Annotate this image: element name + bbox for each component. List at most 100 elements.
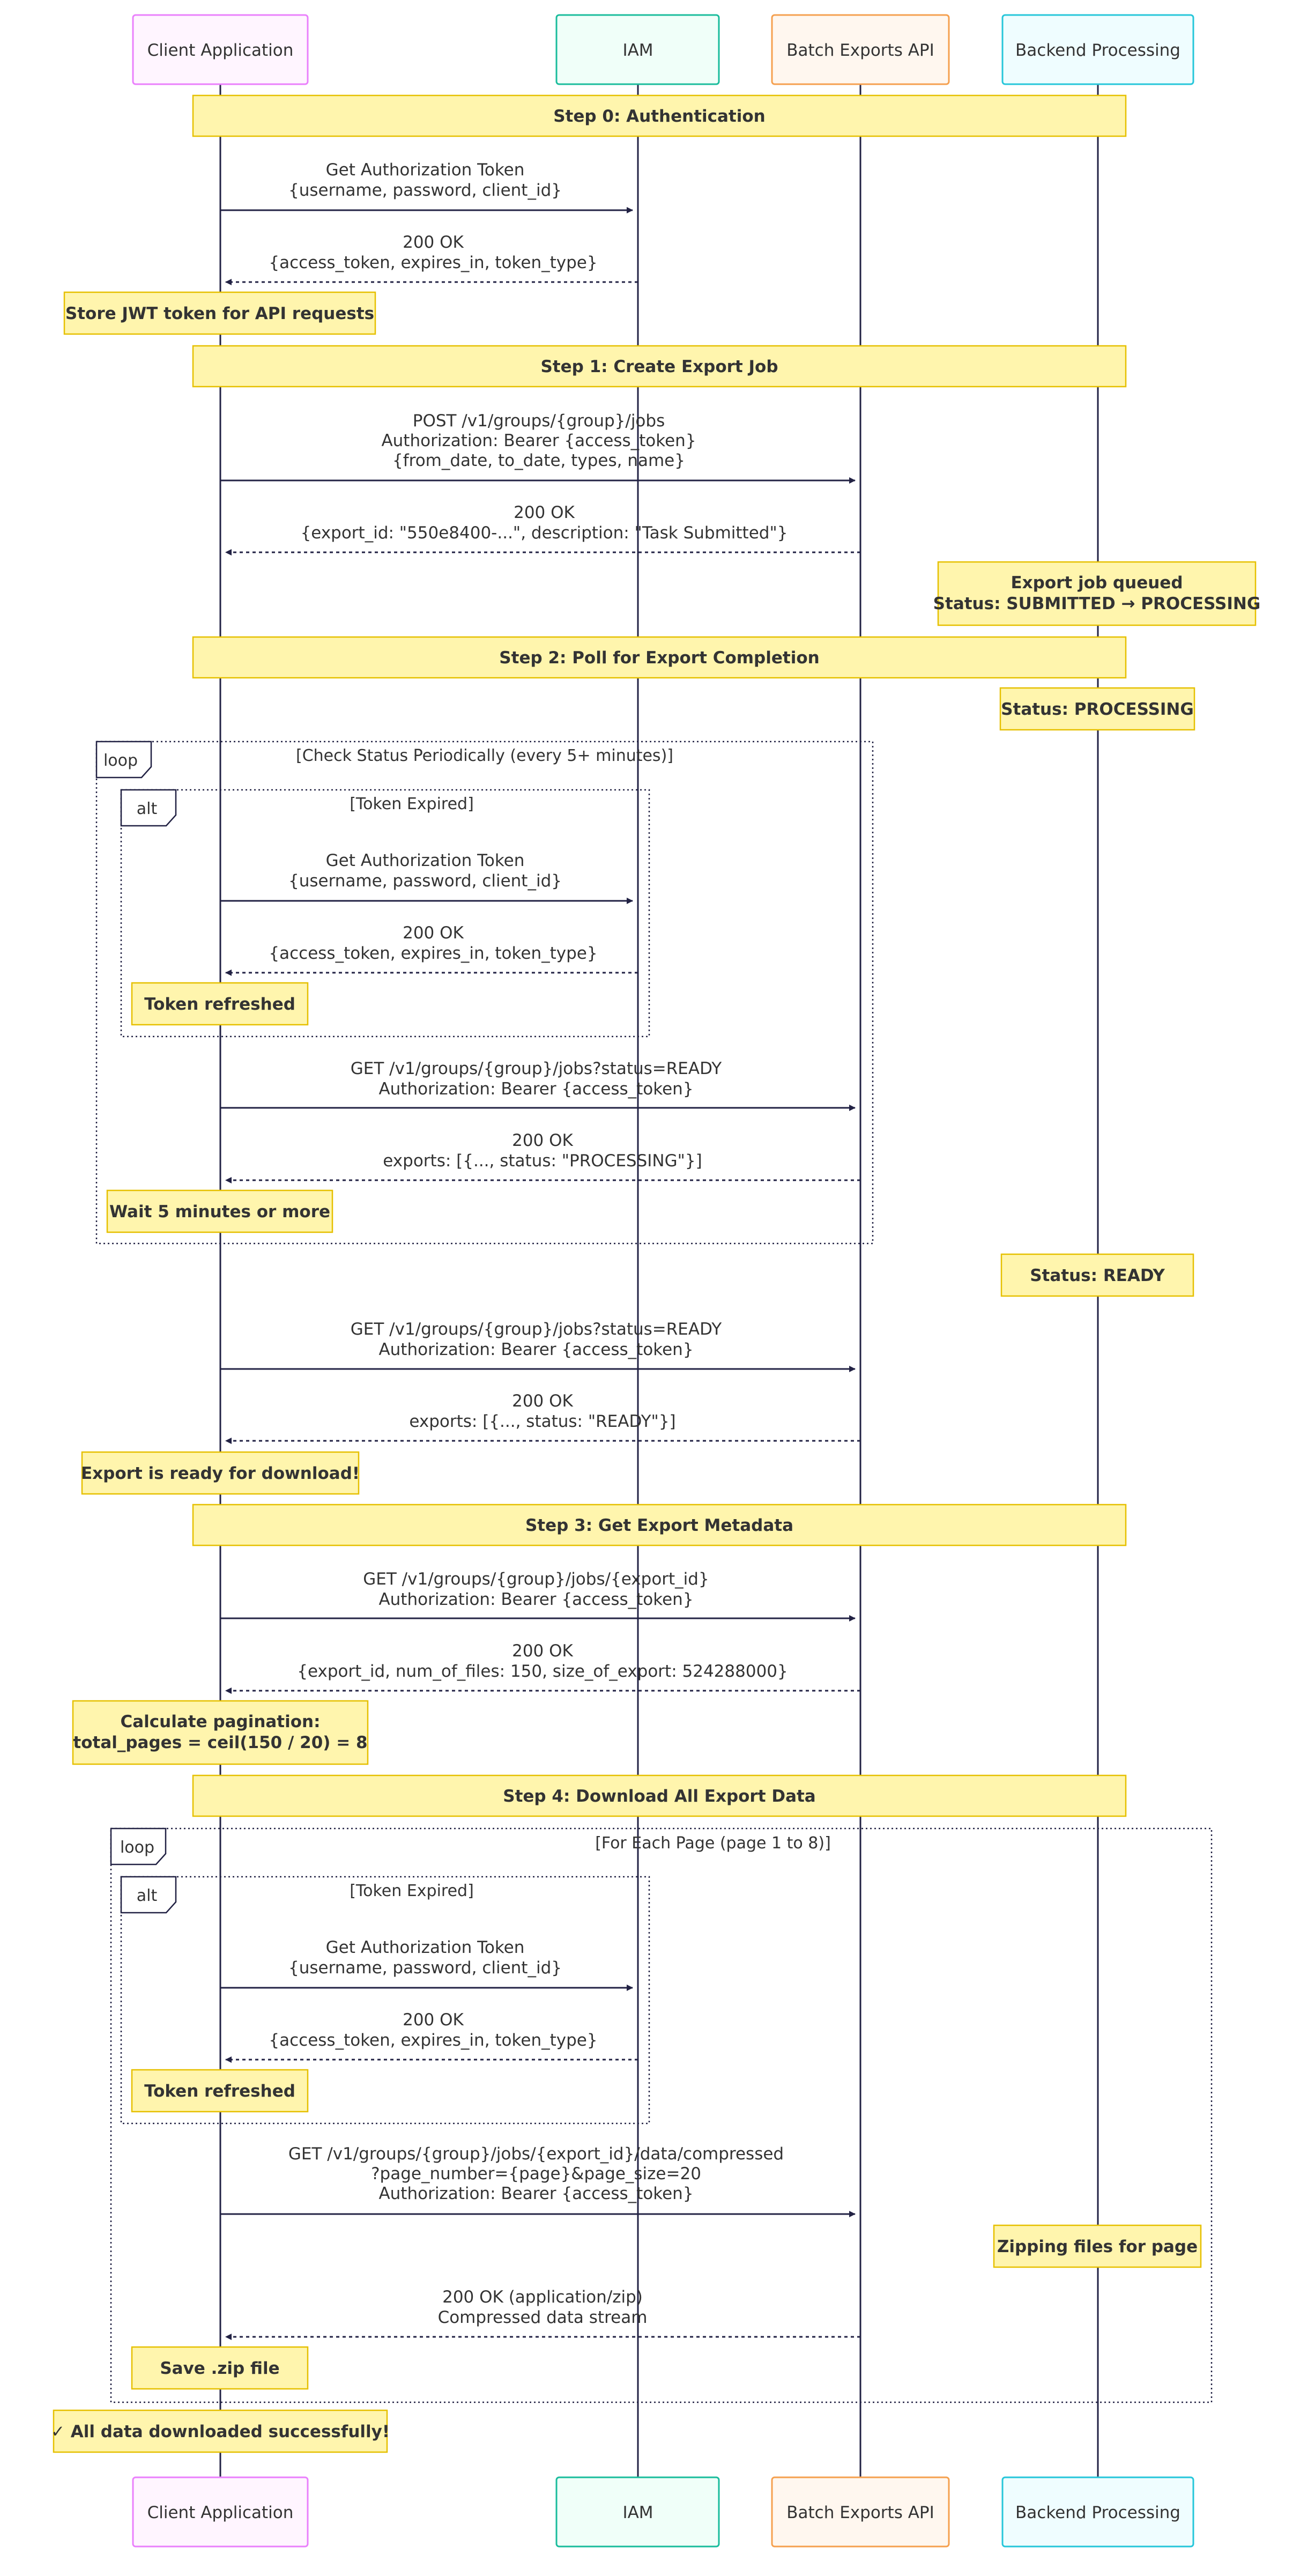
message-text: {username, password, client_id} (288, 871, 562, 891)
svg-text:200 OK{access_token, expires_i: 200 OK{access_token, expires_in, token_t… (269, 233, 597, 272)
participant-label: Backend Processing (1015, 41, 1180, 60)
note-text: Status: READY (1030, 1266, 1165, 1285)
message-poll-ready: GET /v1/groups/{group}/jobs?status=READY… (220, 1320, 856, 1372)
message-text: {export_id: "550e8400-...", description:… (301, 523, 788, 543)
message-text: {access_token, expires_in, token_type} (269, 253, 597, 272)
participant-client-bottom: Client Application (132, 2476, 309, 2548)
message-text: {access_token, expires_in, token_type} (269, 2031, 597, 2050)
step-banner-2: Step 2: Poll for Export Completion (192, 636, 1127, 679)
message-text: 200 OK (403, 923, 464, 943)
message-get-token-3: Get Authorization Token{username, passwo… (220, 1938, 633, 1991)
note-token-refreshed-1: Token refreshed (131, 982, 309, 1026)
participant-label: Batch Exports API (786, 2503, 934, 2522)
svg-text:200 OK{export_id, num_of_files: 200 OK{export_id, num_of_files: 150, siz… (297, 1641, 788, 1681)
note-export-ready: Export is ready for download! (81, 1451, 360, 1495)
message-text: exports: [{..., status: "READY"}] (409, 1412, 675, 1431)
message-get-token-2: Get Authorization Token{username, passwo… (220, 851, 633, 904)
note-text: Token refreshed (144, 995, 295, 1014)
message-download-response: 200 OK (application/zip)Compressed data … (225, 2288, 860, 2340)
message-text: {access_token, expires_in, token_type} (269, 944, 597, 963)
note-text: Calculate pagination: (120, 1712, 320, 1731)
message-text: GET /v1/groups/{group}/jobs?status=READY (351, 1059, 722, 1078)
step-banner-4: Step 4: Download All Export Data (192, 1774, 1127, 1817)
message-get-metadata: GET /v1/groups/{group}/jobs/{export_id}A… (220, 1570, 856, 1622)
note-status-ready: Status: READY (1000, 1253, 1194, 1297)
note-wait-5-minutes: Wait 5 minutes or more (106, 1189, 333, 1233)
message-text: exports: [{..., status: "PROCESSING"}] (383, 1151, 702, 1171)
note-text: Status: SUBMITTED → PROCESSING (933, 594, 1261, 613)
frame-kind-label: loop (103, 751, 138, 770)
frame-kind-label: alt (137, 1886, 158, 1905)
message-text: 200 OK (403, 2010, 464, 2030)
participant-label: Batch Exports API (786, 41, 934, 60)
message-text: Authorization: Bearer {access_token} (378, 1590, 693, 1609)
message-text: Get Authorization Token (326, 851, 525, 870)
frame-condition: [Token Expired] (350, 795, 474, 813)
note-text: Wait 5 minutes or more (109, 1202, 330, 1222)
note-text: ✓ All data downloaded successfully! (51, 2422, 390, 2441)
participant-backend-top: Backend Processing (1001, 14, 1194, 85)
message-text: Authorization: Bearer {access_token} (378, 1079, 693, 1099)
participant-backend-bottom: Backend Processing (1001, 2476, 1194, 2548)
participant-label: IAM (622, 2503, 653, 2522)
message-text: GET /v1/groups/{group}/jobs/{export_id}/… (288, 2144, 784, 2164)
svg-text:200 OK{access_token, expires_i: 200 OK{access_token, expires_in, token_t… (269, 923, 597, 963)
note-text: Store JWT token for API requests (65, 304, 374, 323)
message-get-token-1: Get Authorization Token{username, passwo… (220, 160, 633, 213)
message-text: {from_date, to_date, types, name} (392, 451, 685, 470)
note-all-downloaded: ✓ All data downloaded successfully! (51, 2409, 390, 2453)
participant-batch-top: Batch Exports API (771, 14, 950, 85)
participant-client-top: Client Application (132, 14, 309, 85)
message-text: GET /v1/groups/{group}/jobs/{export_id} (363, 1570, 709, 1589)
svg-text:GET /v1/groups/{group}/jobs/{e: GET /v1/groups/{group}/jobs/{export_id}A… (363, 1570, 709, 1609)
message-text: Compressed data stream (438, 2308, 648, 2327)
note-text: Export job queued (1011, 573, 1183, 593)
svg-text:Get Authorization Token{userna: Get Authorization Token{username, passwo… (288, 160, 562, 200)
step-banner-1: Step 1: Create Export Job (192, 345, 1127, 388)
note-status-processing: Status: PROCESSING (999, 687, 1195, 731)
note-text: total_pages = ceil(150 / 20) = 8 (73, 1733, 367, 1752)
note-text: Save .zip file (160, 2359, 279, 2378)
step-label: Step 3: Get Export Metadata (525, 1516, 793, 1535)
note-store-jwt: Store JWT token for API requests (63, 291, 376, 335)
message-text: Authorization: Bearer {access_token} (381, 431, 696, 450)
step-label: Step 4: Download All Export Data (503, 1787, 815, 1806)
svg-text:Get Authorization Token{userna: Get Authorization Token{username, passwo… (288, 851, 562, 891)
message-text: Authorization: Bearer {access_token} (378, 2184, 693, 2203)
alt-frame-token-poll: alt [Token Expired] (120, 789, 650, 1038)
frame-condition: [Token Expired] (350, 1882, 474, 1900)
message-text: 200 OK (application/zip) (442, 2288, 643, 2307)
message-text: 200 OK (512, 1641, 573, 1661)
svg-text:GET /v1/groups/{group}/jobs?st: GET /v1/groups/{group}/jobs?status=READY… (351, 1320, 722, 1359)
svg-text:GET /v1/groups/{group}/jobs?st: GET /v1/groups/{group}/jobs?status=READY… (351, 1059, 722, 1099)
participant-label: IAM (622, 41, 653, 60)
message-download-page: GET /v1/groups/{group}/jobs/{export_id}/… (220, 2144, 856, 2217)
svg-text:Get Authorization Token{userna: Get Authorization Token{username, passwo… (288, 1938, 562, 1978)
message-text: Get Authorization Token (326, 160, 525, 180)
participant-label: Client Application (147, 2503, 294, 2522)
frame-kind-label: alt (137, 800, 158, 818)
message-create-job-response: 200 OK{export_id: "550e8400-...", descri… (225, 503, 860, 556)
svg-text:Calculate pagination:total_pag: Calculate pagination: total_pages = ceil(… (73, 1712, 367, 1752)
frame-condition: [Check Status Periodically (every 5+ min… (296, 746, 673, 765)
message-text: {username, password, client_id} (288, 1958, 562, 1978)
step-banner-3: Step 3: Get Export Metadata (192, 1504, 1127, 1546)
message-token-response-2: 200 OK{access_token, expires_in, token_t… (225, 923, 638, 976)
message-text: 200 OK (512, 1391, 573, 1411)
message-text: 200 OK (512, 1131, 573, 1150)
message-text: {username, password, client_id} (288, 181, 562, 200)
message-token-response-1: 200 OK{access_token, expires_in, token_t… (225, 233, 638, 285)
note-text: Zipping files for page (997, 2237, 1198, 2256)
participant-batch-bottom: Batch Exports API (771, 2476, 950, 2548)
participant-iam-top: IAM (555, 14, 720, 85)
message-token-response-3: 200 OK{access_token, expires_in, token_t… (225, 2010, 638, 2063)
note-text: Export is ready for download! (81, 1464, 360, 1483)
